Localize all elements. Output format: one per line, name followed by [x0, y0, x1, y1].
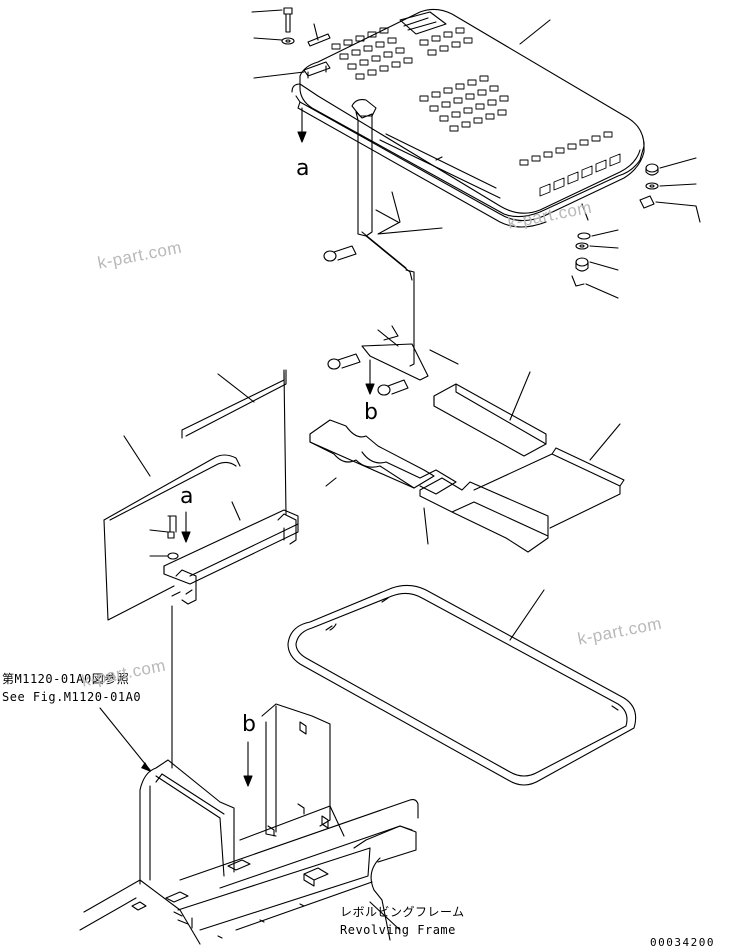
arrow-label-a-top: a — [296, 156, 310, 181]
arrow-label-a-mid: a — [180, 484, 194, 509]
arrow-label-b-bottom: b — [242, 712, 256, 737]
drawing-code: 00034200 — [650, 936, 715, 949]
support-stay — [323, 99, 459, 396]
frame-note-jp: レボルビングフレーム — [340, 905, 465, 919]
arrow-b-top — [365, 359, 375, 395]
handrail-and-bracket — [103, 369, 299, 769]
hood-cover — [291, 8, 645, 228]
hood-side-rail — [379, 133, 501, 199]
frame-note-en: Revolving Frame — [340, 923, 456, 937]
arrow-a-mid — [181, 511, 191, 543]
hood-louvres — [331, 27, 621, 197]
reference-leader-head — [141, 762, 151, 772]
revolving-frame — [79, 703, 419, 945]
hood-seal — [287, 584, 637, 786]
insulation-pads — [309, 371, 625, 553]
reference-note-en: See Fig.M1120-01A0 — [2, 690, 142, 704]
reference-leader — [99, 707, 151, 771]
right-hardware — [571, 157, 701, 299]
arrow-a-top — [297, 107, 307, 143]
reference-note-jp: 第M1120-01A0図参照 — [2, 672, 130, 686]
hood-latch-hardware — [251, 7, 331, 79]
hood-leader — [519, 19, 551, 45]
arrow-label-b-top: b — [364, 400, 378, 425]
arrow-b-bottom — [243, 741, 253, 787]
